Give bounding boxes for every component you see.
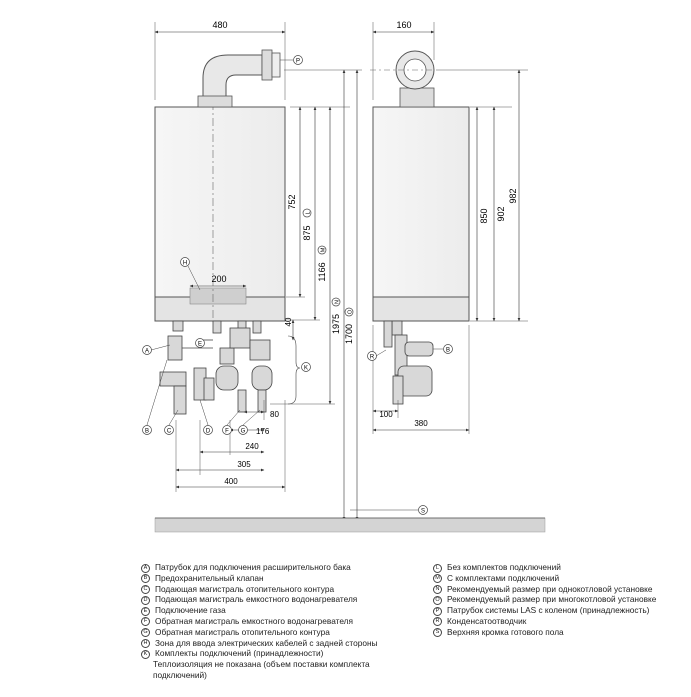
finished-floor <box>154 517 546 533</box>
legend-text-k: Комплекты подключений (принадлежности) <box>155 648 324 659</box>
legend-marker-e: E <box>141 606 150 616</box>
marker-e: E <box>198 342 202 348</box>
marker-a: A <box>145 349 149 355</box>
legend-text-b: Предохранительный клапан <box>155 572 264 583</box>
dim-1166: 1166 <box>317 262 327 281</box>
legend-item-p: P Патрубок системы LAS с коленом (принадл… <box>433 605 683 616</box>
legend-text-s: Верхняя кромка готового пола <box>447 626 564 637</box>
legend-marker-n: N <box>433 585 442 595</box>
legend-marker-o: O <box>433 595 442 605</box>
legend-note-insulation: Теплоизоляция не показана (объем поставк… <box>153 659 370 680</box>
marker-k: K <box>304 366 308 372</box>
dim-front-width: 480 <box>212 20 227 30</box>
legend-text-c: Подающая магистраль отопительного контур… <box>155 583 335 594</box>
legend-marker-b: B <box>141 574 150 584</box>
legend-marker-l: L <box>433 563 442 573</box>
dim-1975: 1975 <box>331 314 341 334</box>
marker-o-dim: O <box>348 309 354 314</box>
legend-text-d: Подающая магистраль емкостного водонагре… <box>155 594 358 605</box>
dim-1700: 1700 <box>344 324 354 344</box>
legend-item-b: B Предохранительный клапан <box>141 573 391 584</box>
side-view: 160 850 902 982 100 380 B R <box>367 20 528 434</box>
legend-marker-k: K <box>141 649 150 659</box>
legend-marker-f: F <box>141 617 150 627</box>
legend-text-o: Рекомендуемый размер при многокотловой у… <box>447 594 657 605</box>
legend-item-e: E Подключение газа <box>141 605 391 616</box>
marker-c: C <box>167 429 172 435</box>
legend-item-k: K Комплекты подключений (принадлежности) <box>141 648 391 659</box>
legend-text-f: Обратная магистраль емкостного водонагре… <box>155 615 354 626</box>
dim-side-depth: 160 <box>396 20 411 30</box>
side-boiler-body <box>372 106 470 298</box>
marker-f: F <box>225 429 229 435</box>
legend-marker-d: D <box>141 595 150 605</box>
legend-item-n: N Рекомендуемый размер при однокотловой у… <box>433 584 683 595</box>
legend-item-c: C Подающая магистраль отопительного конту… <box>141 584 391 595</box>
marker-b: B <box>145 429 149 435</box>
legend-item-s: S Верхняя кромка готового пола <box>433 627 683 638</box>
electrical-zone-h <box>189 287 247 305</box>
legend-item-o: O Рекомендуемый размер при многокотловой … <box>433 594 683 605</box>
dim-400: 400 <box>224 477 238 486</box>
legend-item-h: H Зона для ввода электрических кабелей с … <box>141 638 391 649</box>
side-lower-casing <box>372 296 470 322</box>
legend-marker-c: C <box>141 585 150 595</box>
legend-text-n: Рекомендуемый размер при однокотловой ус… <box>447 583 653 594</box>
front-view: 480 752 875 L 1166 M 1975 N 1700 <box>142 20 362 521</box>
las-elbow-pipe <box>202 54 263 99</box>
marker-g: G <box>241 429 246 435</box>
legend-text-g: Обратная магистраль отопительного контур… <box>155 626 330 637</box>
marker-h: H <box>183 261 187 267</box>
marker-m-dim: M <box>321 247 327 252</box>
dim-305: 305 <box>237 460 251 469</box>
legend-item-g: G Обратная магистраль отопительного конту… <box>141 627 391 638</box>
legend-text-a: Патрубок для подключения расширительного… <box>155 562 351 572</box>
legend-text-p: Патрубок системы LAS с коленом (принадле… <box>447 605 650 616</box>
legend-text-m: С комплектами подключений <box>447 572 560 583</box>
legend-text-e: Подключение газа <box>155 605 226 616</box>
legend-right: L Без комплектов подключений M С комплекта… <box>433 562 683 638</box>
dim-100: 100 <box>379 410 393 419</box>
legend-marker-r: R <box>433 617 442 627</box>
marker-r: R <box>370 355 375 361</box>
legend-marker-s: S <box>433 628 442 638</box>
front-boiler-body <box>154 106 286 298</box>
dim-200: 200 <box>211 274 226 284</box>
marker-d: D <box>206 429 211 435</box>
dim-850: 850 <box>479 208 489 223</box>
legend-marker-p: P <box>433 606 442 616</box>
legend-item-d: D Подающая магистраль емкостного водонагр… <box>141 594 391 605</box>
marker-s: S <box>421 509 425 515</box>
marker-n-dim: N <box>335 300 341 304</box>
dim-176: 176 <box>256 427 270 436</box>
dim-240: 240 <box>245 442 259 451</box>
dim-40: 40 <box>284 317 293 326</box>
marker-p: P <box>296 59 300 65</box>
legend-marker-g: G <box>141 628 150 638</box>
legend-left: A Патрубок для подключения расширительног… <box>141 562 391 681</box>
legend-text-r: Конденсатоотводчик <box>447 615 527 626</box>
legend-text-l: Без комплектов подключений <box>447 562 561 572</box>
legend-marker-m: M <box>433 574 442 584</box>
legend-text-h: Зона для ввода электрических кабелей с з… <box>155 637 378 648</box>
dim-875: 875 <box>302 225 312 240</box>
front-connection-kits <box>159 320 273 415</box>
legend-item-a: A Патрубок для подключения расширительног… <box>141 562 391 573</box>
marker-l-dim: L <box>306 211 312 214</box>
legend-marker-a: A <box>141 563 150 573</box>
dim-80: 80 <box>270 410 279 419</box>
dim-902: 902 <box>496 206 506 221</box>
marker-b-side: B <box>446 348 450 354</box>
dim-982: 982 <box>508 188 518 203</box>
legend-item-l: L Без комплектов подключений <box>433 562 683 573</box>
boiler-dimension-drawing: 480 752 875 L 1166 M 1975 N 1700 <box>142 20 546 533</box>
legend-item-f: F Обратная магистраль емкостного водонагр… <box>141 616 391 627</box>
dim-752: 752 <box>287 194 297 209</box>
legend-item-r: R Конденсатоотводчик <box>433 616 683 627</box>
legend-marker-h: H <box>141 639 150 649</box>
side-connection-kit <box>383 320 434 405</box>
legend-item-m: M С комплектами подключений <box>433 573 683 584</box>
dim-380: 380 <box>414 419 428 428</box>
